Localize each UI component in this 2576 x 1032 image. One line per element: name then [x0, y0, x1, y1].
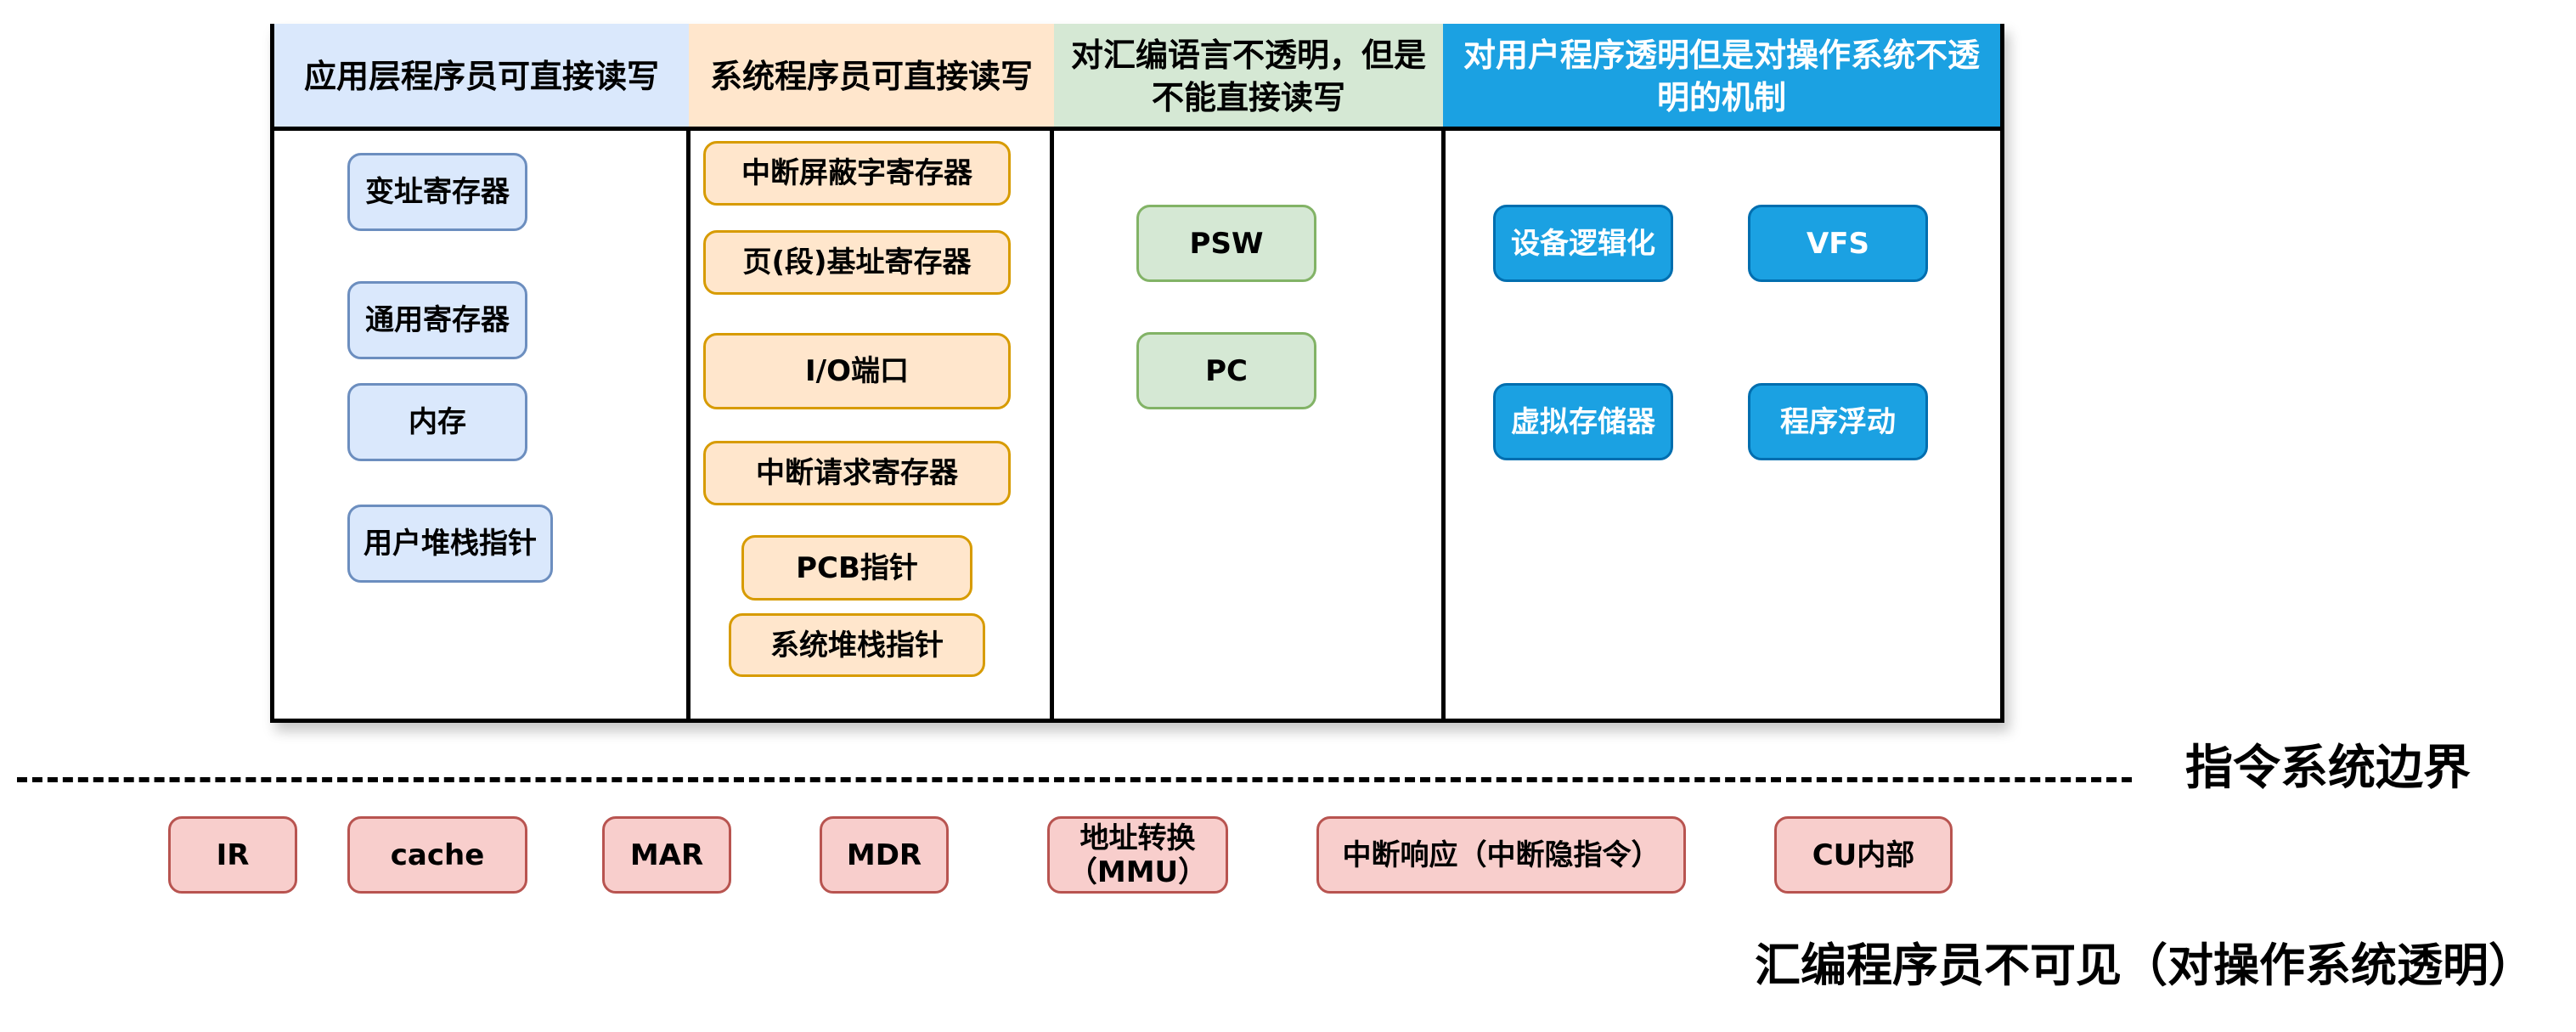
header-system-programmer: 系统程序员可直接读写	[689, 24, 1054, 129]
box-label: 中断屏蔽字寄存器	[741, 156, 972, 190]
box-label: PCB指针	[796, 550, 918, 585]
instruction-set-boundary-label: 指令系统边界	[2185, 741, 2471, 796]
box-general-register: 通用寄存器	[347, 281, 527, 359]
column-divider-2	[1050, 129, 1054, 719]
box-label: 地址转换（MMU）	[1068, 821, 1208, 889]
box-label: 中断请求寄存器	[756, 456, 958, 490]
box-program-relocation: 程序浮动	[1748, 383, 1928, 460]
box-label: 通用寄存器	[365, 303, 510, 337]
box-cu-internal: CU内部	[1774, 816, 1953, 894]
box-system-stack-pointer: 系统堆栈指针	[729, 613, 985, 677]
box-user-stack-pointer: 用户堆栈指针	[347, 505, 553, 583]
header-os-mechanism: 对用户程序透明但是对操作系统不透明的机制	[1443, 24, 2000, 129]
header-label: 系统程序员可直接读写	[709, 58, 1033, 95]
box-mdr: MDR	[820, 816, 949, 894]
header-label: 对汇编语言不透明，但是不能直接读写	[1071, 37, 1427, 116]
box-label: 中断响应（中断隐指令）	[1342, 837, 1660, 872]
box-label: PSW	[1189, 226, 1264, 261]
assembly-invisible-label: 汇编程序员不可见（对操作系统透明）	[1755, 939, 2534, 992]
box-psw: PSW	[1136, 205, 1316, 282]
box-label: VFS	[1806, 226, 1870, 261]
box-label: 页(段)基址寄存器	[742, 245, 972, 279]
box-label: cache	[390, 837, 485, 872]
box-label: 系统堆栈指针	[770, 628, 944, 663]
box-pc: PC	[1136, 332, 1316, 409]
box-label: 设备逻辑化	[1511, 226, 1655, 261]
header-label: 对用户程序透明但是对操作系统不透明的机制	[1463, 37, 1980, 116]
header-assembly-opaque: 对汇编语言不透明，但是不能直接读写	[1054, 24, 1443, 129]
header-divider	[274, 127, 2000, 131]
box-interrupt-mask-register: 中断屏蔽字寄存器	[703, 141, 1011, 206]
box-virtual-memory: 虚拟存储器	[1493, 383, 1673, 460]
box-label: 用户堆栈指针	[364, 527, 537, 561]
box-memory: 内存	[347, 383, 527, 461]
box-mar: MAR	[602, 816, 731, 894]
instruction-set-boundary-line	[17, 777, 2132, 782]
box-index-register: 变址寄存器	[347, 153, 527, 231]
header-label: 应用层程序员可直接读写	[303, 58, 659, 95]
column-divider-1	[686, 129, 691, 719]
box-label: I/O端口	[805, 354, 909, 388]
box-device-logicalization: 设备逻辑化	[1493, 205, 1673, 282]
box-label: 变址寄存器	[365, 175, 510, 209]
box-label: CU内部	[1812, 837, 1915, 872]
box-pcb-pointer: PCB指针	[741, 535, 972, 601]
box-cache: cache	[347, 816, 527, 894]
box-label: MAR	[629, 837, 704, 872]
box-label: 虚拟存储器	[1511, 404, 1655, 439]
box-io-port: I/O端口	[703, 333, 1011, 409]
box-label: 程序浮动	[1780, 404, 1896, 439]
box-label: 内存	[409, 405, 466, 439]
box-mmu: 地址转换（MMU）	[1047, 816, 1228, 894]
box-label: IR	[216, 837, 250, 872]
header-app-programmer: 应用层程序员可直接读写	[274, 24, 689, 129]
box-page-base-register: 页(段)基址寄存器	[703, 230, 1011, 295]
box-vfs: VFS	[1748, 205, 1928, 282]
box-interrupt-request-register: 中断请求寄存器	[703, 441, 1011, 505]
column-divider-3	[1441, 129, 1446, 719]
box-interrupt-response: 中断响应（中断隐指令）	[1316, 816, 1686, 894]
box-ir: IR	[168, 816, 297, 894]
box-label: PC	[1205, 353, 1248, 388]
box-label: MDR	[846, 837, 922, 872]
